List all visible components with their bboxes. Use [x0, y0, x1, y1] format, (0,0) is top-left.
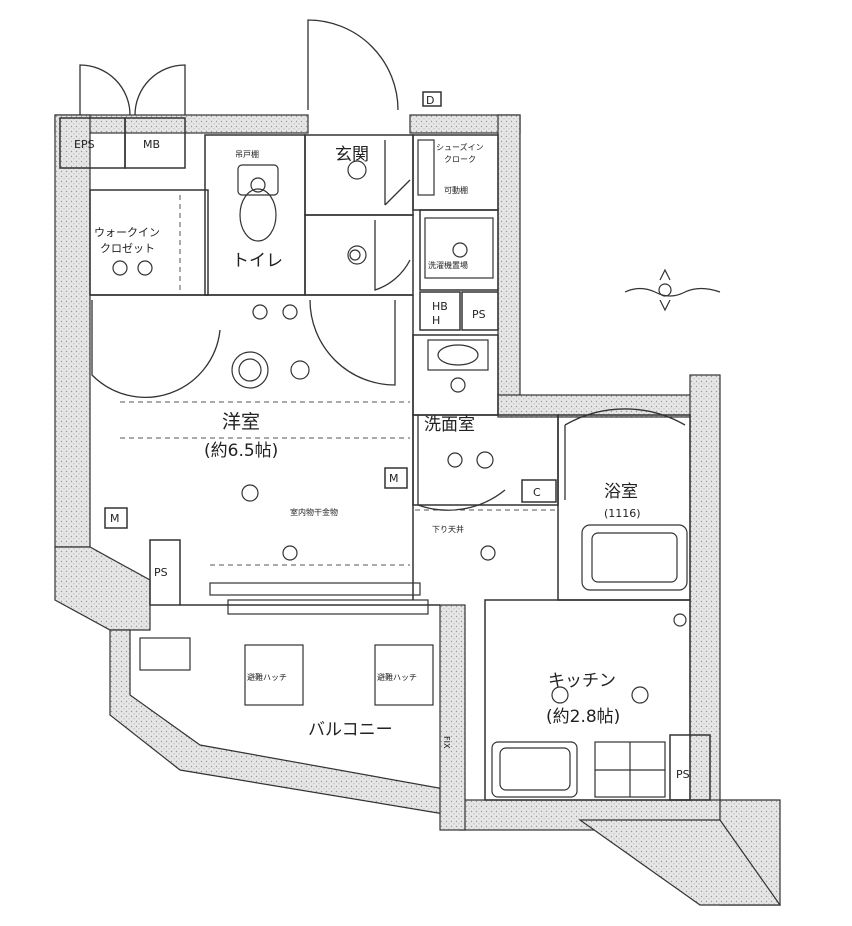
d-label: D — [426, 94, 434, 107]
doors — [79, 19, 686, 511]
walkin-label: ウォークイン — [94, 226, 160, 239]
bath-label: 浴室 — [604, 482, 638, 502]
balcony-label: バルコニー — [308, 720, 393, 740]
toilet-label: トイレ — [232, 251, 283, 271]
m-label-2: M — [110, 512, 120, 525]
ps-label-top: PS — [472, 308, 486, 321]
mb-label: MB — [143, 138, 160, 151]
fix-label: FIX — [442, 736, 451, 749]
m-label-1: M — [389, 472, 399, 485]
interior-walls — [59, 91, 711, 801]
fixtures — [112, 139, 688, 798]
toilet-shelf-label: 吊戸棚 — [235, 149, 259, 159]
c-label: C — [533, 486, 541, 499]
eps-label: EPS — [74, 138, 95, 151]
hatch-label-2: 避難ハッチ — [377, 672, 417, 682]
h-label: H — [432, 314, 440, 327]
ps-label-kitchen: PS — [676, 768, 690, 781]
shoes-in-label-3: 可動棚 — [444, 185, 468, 195]
outer-walls — [54, 114, 782, 906]
dryer-label: 洗濯機置場 — [428, 260, 468, 270]
hatch-label-1: 避難ハッチ — [247, 672, 287, 682]
kitchen-size: (約2.8帖) — [546, 707, 620, 727]
western-room-label: 洋室 — [222, 411, 260, 433]
hb-label: HB — [432, 300, 448, 313]
western-room-size: (約6.5帖) — [204, 441, 278, 461]
entrance-label: 玄関 — [335, 145, 369, 165]
ps-label-left: PS — [154, 566, 168, 579]
kitchen-label: キッチン — [548, 671, 616, 691]
washroom-label: 洗面室 — [424, 415, 475, 435]
lowered-ceiling-label: 下り天井 — [432, 524, 464, 534]
shoes-in-label-2: クローク — [444, 155, 476, 164]
ceiling-note: 室内物干金物 — [290, 507, 338, 517]
walkin-label-2: クロゼット — [100, 242, 155, 255]
ceiling-lines — [120, 195, 555, 566]
compass-icon — [624, 268, 721, 312]
bath-size: (1116) — [604, 507, 641, 520]
shoes-in-label: シューズイン — [436, 142, 484, 152]
